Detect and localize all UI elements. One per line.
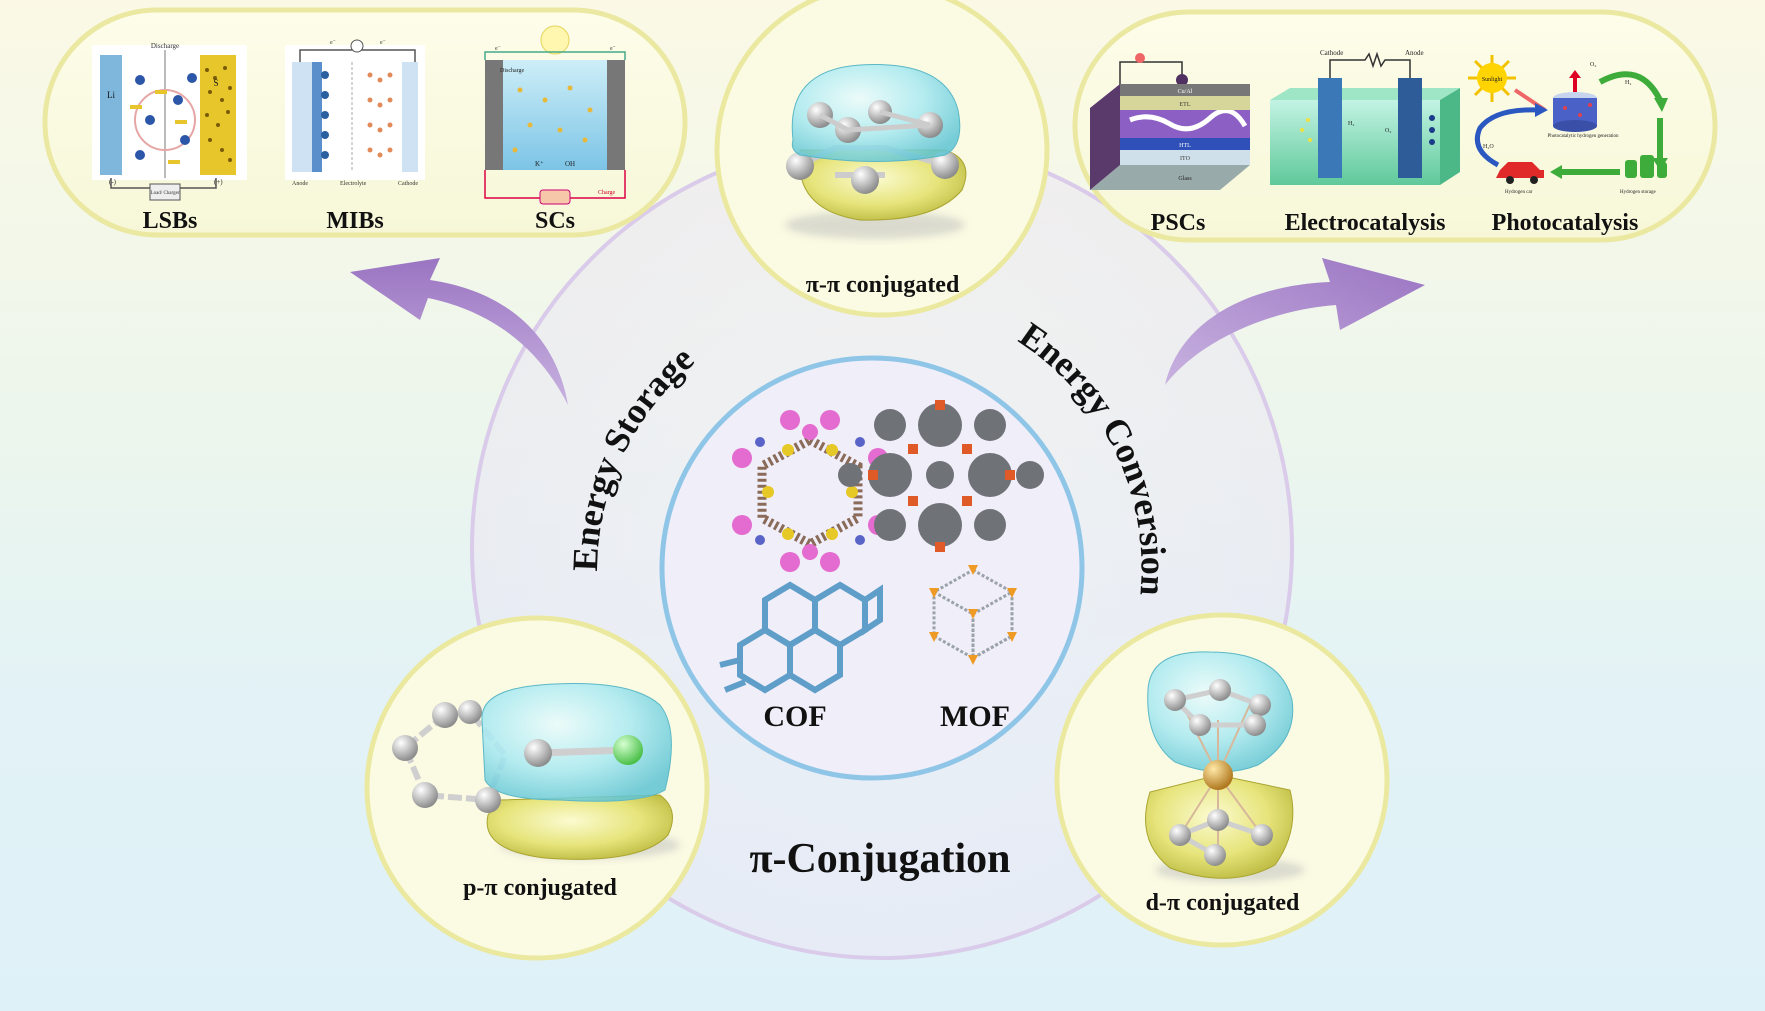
pi-pi-bubble	[714, 0, 1050, 318]
p-pi-bubble	[364, 615, 710, 961]
psc-cual-text: Cu/Al	[1178, 89, 1193, 95]
photocatalysis-label: Photocatalysis	[1491, 210, 1639, 236]
ec-cathode-text: Cathode	[1320, 49, 1343, 57]
pc-h2-text: H₂	[1625, 80, 1631, 86]
lsb-schematic: Li S Discharge Load/ Charger	[92, 42, 247, 201]
lsb-label: LSBs	[142, 208, 198, 234]
psc-label: PSCs	[1150, 210, 1206, 236]
electrocatalysis-label: Electrocatalysis	[1284, 210, 1446, 236]
electrocatalysis-schematic: Cathode Anode H₂ O₂	[1270, 49, 1460, 185]
conversion-arrow	[1165, 258, 1425, 385]
psc-ito-text: ITO	[1180, 156, 1191, 162]
center-title: π-Conjugation	[749, 836, 1011, 882]
mib-schematic: e⁻ e⁻ Anode Electrolyte Cathode	[285, 39, 425, 187]
sc-charge-text: Charge	[598, 190, 616, 196]
ec-anode-text: Anode	[1405, 49, 1424, 57]
ec-o2-text: O₂	[1385, 128, 1391, 134]
cof-structure-bottom	[719, 581, 883, 694]
psc-etl-text: ETL	[1180, 102, 1191, 108]
mib-electrolyte-text: Electrolyte	[340, 181, 367, 187]
p-pi-label: p-π conjugated	[463, 875, 617, 901]
pc-car-text: Hydrogen car	[1505, 190, 1533, 195]
storage-panel: Li S Discharge Load/ Charger	[42, 7, 688, 238]
storage-arrow	[350, 258, 568, 405]
lsb-li-text: Li	[107, 90, 115, 100]
pc-sunlight-text: Sunlight	[1482, 77, 1503, 83]
sc-e1-text: e⁻	[495, 46, 501, 52]
lsb-neg-text: (-)	[109, 178, 117, 186]
pc-o2-text: O₂	[1590, 62, 1596, 68]
sc-label: SCs	[534, 208, 576, 234]
cof-label: COF	[763, 700, 827, 733]
pc-h2o-text: H₂O	[1483, 144, 1494, 150]
psc-schematic: Cu/Al ETL HTL ITO Glass	[1090, 53, 1250, 190]
psc-glass-text: Glass	[1178, 176, 1192, 182]
mof-label: MOF	[940, 700, 1010, 733]
psc-htl-text: HTL	[1179, 143, 1191, 149]
lsb-load-text: Load/ Charger	[151, 191, 180, 196]
sc-oh-text: OH	[565, 160, 575, 168]
d-pi-label: d-π conjugated	[1145, 890, 1300, 916]
mof-structure-top	[838, 400, 1044, 552]
lsb-s-text: S	[213, 78, 218, 88]
d-pi-bubble	[1054, 612, 1390, 948]
sc-schematic: e⁻ e⁻ Discharge K⁺ OH Charge	[484, 25, 626, 205]
ec-h2-text: H₂	[1348, 121, 1354, 127]
lsb-pos-text: (+)	[214, 178, 223, 186]
mib-e1-text: e⁻	[330, 40, 336, 46]
mof-structure-bottom	[929, 565, 1017, 665]
lsb-discharge-text: Discharge	[151, 42, 179, 50]
pc-storage-text: Hydrogen storage	[1620, 190, 1656, 195]
sc-e2-text: e⁻	[610, 46, 616, 52]
pi-pi-label: π-π conjugated	[805, 272, 960, 298]
photocatalysis-schematic: Sunlight O₂ H₂ H₂O Photocatalytic	[1468, 55, 1668, 195]
mib-cathode-text: Cathode	[398, 181, 418, 187]
conversion-panel: Cu/Al ETL HTL ITO Glass Cathode Anode H₂…	[1072, 9, 1718, 243]
mib-anode-text: Anode	[292, 181, 308, 187]
sc-discharge-text: Discharge	[500, 68, 525, 74]
pc-generation-text: Photocatalytic hydrogen generation	[1547, 134, 1619, 139]
mib-label: MIBs	[326, 208, 384, 234]
mib-e2-text: e⁻	[380, 40, 386, 46]
sc-k-text: K⁺	[535, 160, 544, 168]
